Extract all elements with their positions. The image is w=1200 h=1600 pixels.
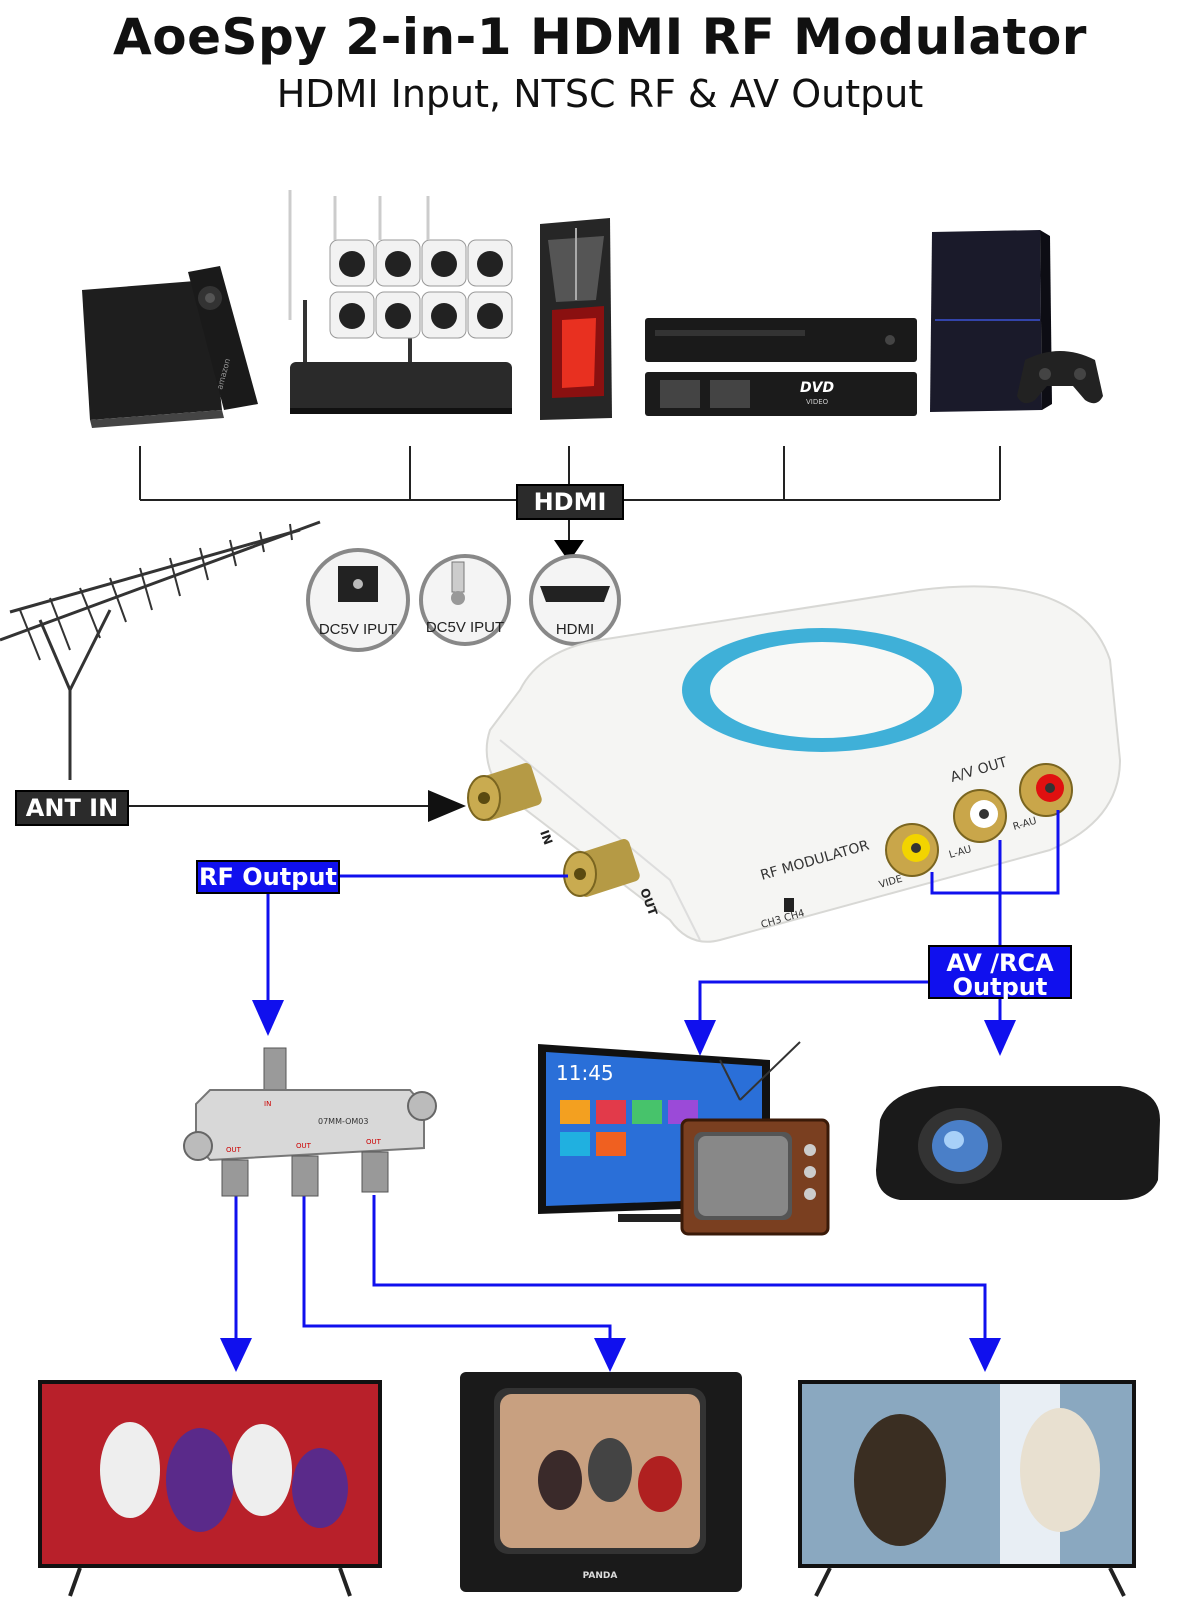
hdmi-arrow-icon — [554, 540, 584, 562]
splitter-out-1: OUT — [226, 1146, 242, 1154]
rca-video-jack — [885, 823, 939, 877]
splitter-out-2: OUT — [296, 1142, 312, 1150]
splitter-out-3: OUT — [366, 1138, 382, 1146]
streaming-box-icon: amazon — [82, 266, 258, 428]
splitter-model-text: 07MM-OM03 — [318, 1117, 368, 1126]
page-title: AoeSpy 2-in-1 HDMI RF Modulator — [113, 8, 1087, 66]
projector-icon — [876, 1086, 1160, 1200]
av-output-label-line1: AV /RCA — [946, 949, 1054, 977]
pc-tower-icon — [540, 218, 612, 420]
crt-tv-brand: PANDA — [583, 1571, 618, 1581]
rf-output-label: RF Output — [196, 860, 340, 894]
hdmi-port-badge: HDMI — [529, 554, 621, 646]
hdmi-label: HDMI — [516, 484, 624, 520]
rca-right-audio-jack — [1019, 763, 1073, 817]
dvd-player-icon: DVD VIDEO — [645, 318, 917, 416]
ant-in-label: ANT IN — [15, 790, 129, 826]
flat-tv-right-icon — [798, 1380, 1136, 1597]
page-subtitle: HDMI Input, NTSC RF & AV Output — [276, 72, 924, 116]
rf-out-connector — [563, 839, 640, 897]
dc-port-label-2: DC5V IPUT — [426, 619, 504, 636]
security-camera-kit-icon — [288, 190, 513, 414]
crt-tv-icon: PANDA — [460, 1372, 742, 1592]
dc-port-badge-2: DC5V IPUT — [419, 554, 511, 646]
in-port-label: IN — [537, 828, 555, 846]
hdmi-source-bracket — [139, 446, 1001, 545]
rca-left-audio-jack — [953, 789, 1007, 843]
av-output-label-line2: Output — [952, 973, 1048, 1001]
channel-switch[interactable] — [784, 898, 794, 912]
dvd-logo-text: DVD — [800, 380, 834, 396]
dc-port-badge-1: DC5V IPUT — [306, 548, 410, 652]
ant-in-arrow-icon — [428, 790, 466, 822]
splitter-in: IN — [264, 1100, 271, 1108]
blue-connection-lines — [234, 810, 1060, 1338]
tv-clock-text: 11:45 — [556, 1061, 614, 1085]
flat-tv-left-icon — [38, 1380, 382, 1597]
av-output-label: AV /RCA Output — [928, 945, 1072, 999]
game-console-icon — [930, 230, 1103, 412]
retro-tv-icon — [680, 1041, 830, 1236]
ant-in-connector — [467, 763, 542, 821]
dvd-sub-text: VIDEO — [806, 398, 829, 406]
antenna-icon — [0, 520, 321, 780]
coax-splitter-icon: 07MM-OM03 OUT OUT OUT IN — [183, 1047, 437, 1197]
smart-tv-icon: 11:45 — [538, 1044, 770, 1222]
dc-port-label-1: DC5V IPUT — [319, 621, 397, 638]
hdmi-port-label: HDMI — [556, 621, 594, 638]
blue-arrow-icons — [220, 1000, 1016, 1372]
